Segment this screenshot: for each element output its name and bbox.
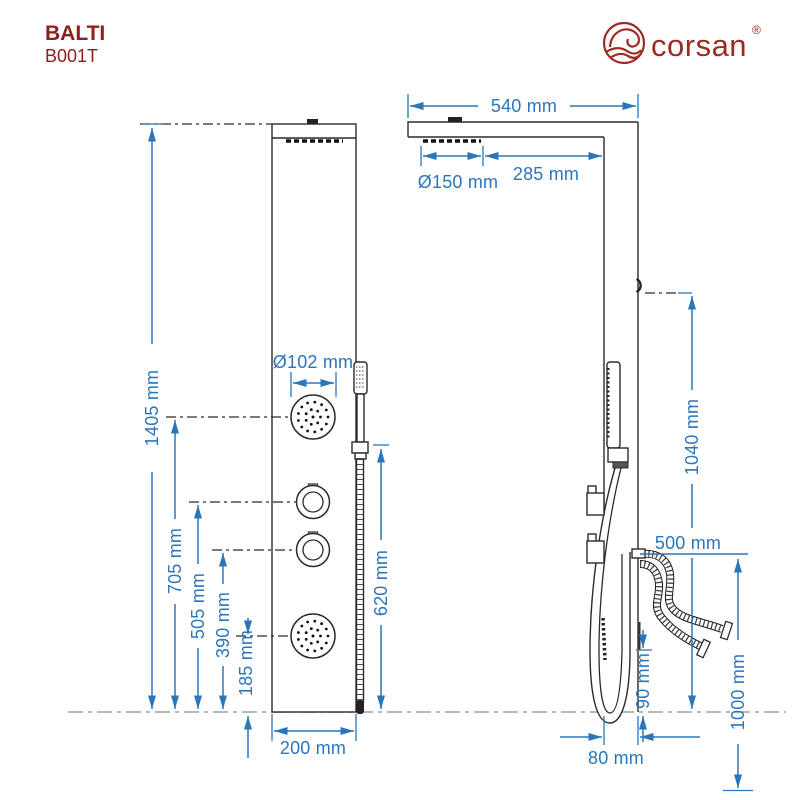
dim-outlet-height-label: 500 mm (655, 533, 721, 553)
panel-body-side (407, 121, 639, 712)
dim-holder-height: 1040 mm (678, 292, 702, 709)
wave-line2-icon (609, 52, 641, 59)
registered-trademark: ® (752, 23, 761, 37)
hand-shower-handle (356, 393, 365, 443)
lower-body-jet (290, 613, 336, 659)
dim-connection-hose-label: 1000 mm (728, 654, 748, 730)
product-model: B001T (45, 46, 98, 66)
dim-arm-length-label: 540 mm (491, 96, 557, 116)
hand-shower-bracket (351, 441, 369, 454)
shower-hose (355, 458, 365, 703)
dim-total-height-label: 1405 mm (142, 370, 162, 446)
hand-shower-front (351, 361, 369, 714)
hose-end-fitting (719, 620, 734, 641)
dim-total-height: 1405 mm (142, 123, 164, 709)
wave-curl-icon (608, 28, 640, 48)
side-view: 540 mm Ø150 mm 285 mm 1040 mm 500 mm (407, 94, 753, 792)
dim-hose-drop: 620 mm (371, 444, 391, 709)
hose-loop-inner (598, 467, 623, 714)
dim-outlet-height: 500 mm (640, 533, 748, 555)
dim-hose-drop-label: 620 mm (371, 550, 391, 616)
upper-body-jet (290, 394, 336, 440)
dim-panel-depth: 80 mm (560, 716, 700, 768)
upper-knob-side (586, 492, 605, 516)
dim-upper-knob-label: 505 mm (188, 573, 208, 639)
dim-lower-jet-label: 185 mm (236, 630, 256, 696)
connection-hoses (631, 548, 734, 659)
lower-knob-side (586, 540, 605, 564)
dim-inlet-height: 90 mm (633, 630, 653, 742)
holder-hook (635, 277, 642, 294)
dim-head-diameter-label: Ø150 mm (418, 172, 498, 192)
front-view: 1405 mm 705 mm 505 mm 390 mm 185 mm 620 … (140, 119, 391, 758)
brand-name: corsan (651, 28, 747, 63)
product-series: BALTI (45, 22, 105, 45)
holder-bracket-side (607, 447, 629, 463)
lower-connection-hose (639, 560, 712, 659)
dim-lower-knob-height: 390 mm (213, 553, 233, 709)
dim-connection-hose: 1000 mm (723, 559, 753, 792)
dim-panel-depth-label: 80 mm (588, 748, 644, 768)
inlet-tab-side (448, 117, 462, 122)
dim-lower-knob-label: 390 mm (213, 592, 233, 658)
dim-jet-diameter-label: Ø102 mm (273, 352, 353, 372)
dim-upper-jet-label: 705 mm (165, 528, 185, 594)
header: BALTI B001T corsan ® (45, 21, 761, 66)
dim-upper-jet-height: 705 mm (165, 420, 185, 709)
wave-line-icon (605, 47, 642, 55)
upper-connection-hose (639, 549, 734, 641)
dim-upper-knob-height: 505 mm (188, 505, 208, 709)
dim-panel-width-label: 200 mm (280, 738, 346, 758)
dim-holder-height-label: 1040 mm (682, 399, 702, 475)
brand-logo (602, 21, 646, 65)
dim-lower-jet-height: 185 mm (236, 618, 256, 758)
hose-texture-detail (601, 617, 607, 661)
dim-head-to-panel-label: 285 mm (513, 164, 579, 184)
logo-circle-icon (602, 21, 646, 65)
dim-inlet-height-label: 90 mm (633, 653, 653, 709)
dim-panel-width: 200 mm (271, 714, 357, 758)
dim-arm-length: 540 mm (407, 94, 639, 118)
dim-jet-diameter: Ø102 mm (273, 352, 353, 397)
hose-end-fitting (695, 638, 712, 659)
hand-shower-side (589, 361, 641, 724)
hose-end (356, 700, 364, 714)
dim-head-to-panel: 285 mm (485, 152, 602, 184)
hand-shower-collar (354, 452, 367, 460)
side-knobs (586, 485, 605, 564)
dim-head-diameter: Ø150 mm (418, 146, 498, 192)
hose-collar-side (612, 461, 629, 469)
inlet-tab-front (307, 119, 318, 124)
